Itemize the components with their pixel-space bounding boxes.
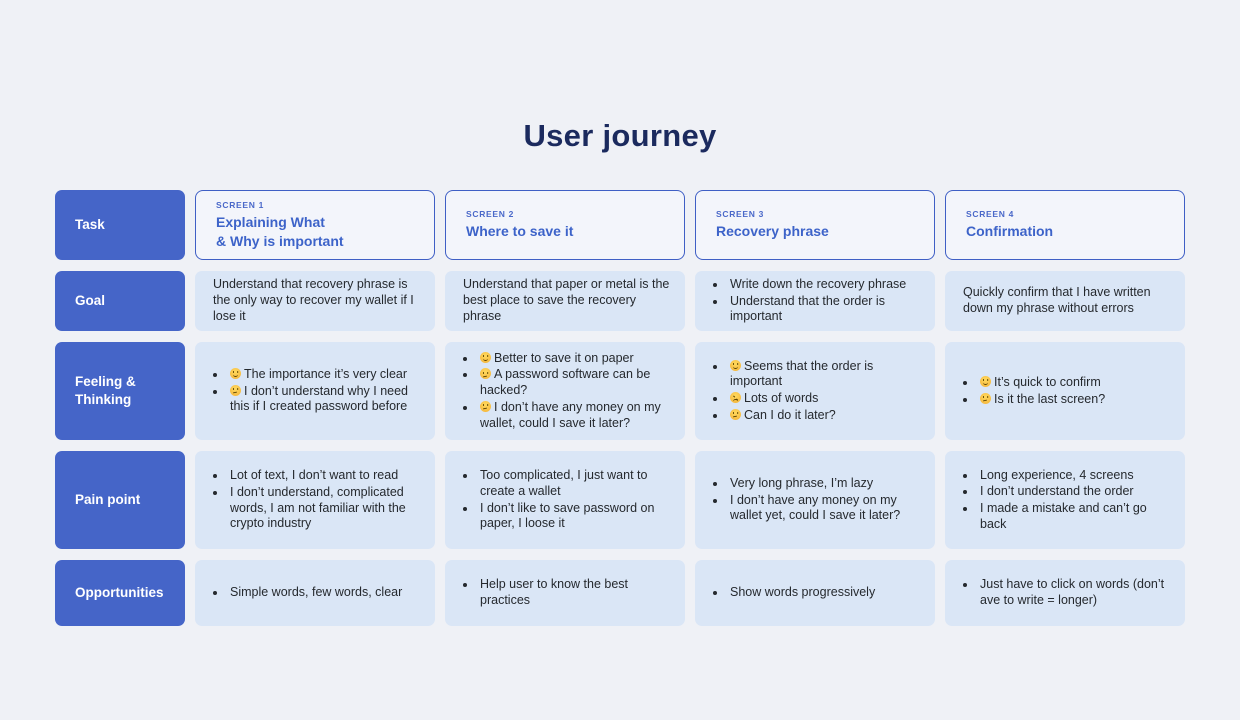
thinking-emoji-icon bbox=[980, 392, 991, 404]
pain-cell-screen-1: Lot of text, I don’t want to read I don’… bbox=[195, 451, 435, 549]
opportunities-cell-screen-4: Just have to click on words (don’t ave t… bbox=[945, 560, 1185, 626]
feeling-cell-screen-2: Better to save it on paper A password so… bbox=[445, 342, 685, 440]
feeling-list: Seems that the order is important Lots o… bbox=[713, 358, 923, 425]
list-item: Just have to click on words (don’t ave t… bbox=[977, 577, 1173, 609]
list-item: Lots of words bbox=[727, 391, 923, 407]
list-item: Show words progressively bbox=[727, 585, 875, 601]
row-label-goal: Goal bbox=[55, 271, 185, 331]
row-label-task: Task bbox=[55, 190, 185, 260]
goal-list: Write down the recovery phrase Understan… bbox=[713, 276, 923, 326]
smile-emoji-icon bbox=[980, 375, 991, 387]
pain-cell-screen-3: Very long phrase, I’m lazy I don’t have … bbox=[695, 451, 935, 549]
row-label-opportunities-text: Opportunities bbox=[75, 585, 164, 601]
pain-cell-screen-4: Long experience, 4 screens I don’t under… bbox=[945, 451, 1185, 549]
page-title: User journey bbox=[523, 117, 717, 153]
thinking-emoji-icon bbox=[480, 368, 491, 380]
list-item: Help user to know the best practices bbox=[477, 577, 673, 609]
row-label-feeling: Feeling & Thinking bbox=[55, 342, 185, 440]
list-item: I don’t understand why I need this if I … bbox=[227, 384, 423, 416]
confounded-emoji-icon bbox=[730, 392, 741, 403]
list-item: Long experience, 4 screens bbox=[977, 468, 1173, 484]
screen-3-task-title: Recovery phrase bbox=[716, 223, 829, 240]
list-item: I don’t have any money on my wallet yet,… bbox=[727, 493, 923, 525]
smile-emoji-icon bbox=[230, 367, 241, 379]
feeling-cell-screen-1: The importance it’s very clear I don’t u… bbox=[195, 342, 435, 440]
smile-emoji-icon bbox=[480, 351, 491, 363]
thinking-emoji-icon bbox=[480, 400, 491, 412]
opportunities-list: Help user to know the best practices bbox=[463, 576, 673, 610]
user-journey-table: Task SCREEN 1 Explaining What & Why is i… bbox=[55, 190, 1185, 626]
feeling-list: The importance it’s very clear I don’t u… bbox=[213, 366, 423, 416]
list-item: Can I do it later? bbox=[727, 408, 923, 424]
goal-cell-screen-1: Understand that recovery phrase is the o… bbox=[195, 271, 435, 331]
goal-cell-screen-3: Write down the recovery phrase Understan… bbox=[695, 271, 935, 331]
screen-2-label: SCREEN 2 bbox=[466, 209, 515, 220]
task-card-screen-1: SCREEN 1 Explaining What & Why is import… bbox=[195, 190, 435, 260]
thinking-emoji-icon bbox=[230, 384, 241, 396]
pain-list: Long experience, 4 screens I don’t under… bbox=[963, 467, 1173, 534]
goal-cell-screen-4: Quickly confirm that I have written down… bbox=[945, 271, 1185, 331]
goal-text: Quickly confirm that I have written down… bbox=[963, 285, 1151, 315]
row-label-goal-text: Goal bbox=[75, 293, 106, 309]
feeling-cell-screen-3: Seems that the order is important Lots o… bbox=[695, 342, 935, 440]
feeling-list: It’s quick to confirm Is it the last scr… bbox=[963, 374, 1105, 409]
list-item: Simple words, few words, clear bbox=[227, 585, 402, 601]
pain-list: Too complicated, I just want to create a… bbox=[463, 467, 673, 533]
opportunities-list: Show words progressively bbox=[713, 584, 875, 602]
list-item: The importance it’s very clear bbox=[227, 367, 423, 383]
list-item: It’s quick to confirm bbox=[977, 375, 1105, 391]
list-item: Too complicated, I just want to create a… bbox=[477, 468, 673, 500]
opportunities-list: Simple words, few words, clear bbox=[213, 584, 402, 602]
list-item: I don’t have any money on my wallet, cou… bbox=[477, 400, 673, 432]
list-item: Better to save it on paper bbox=[477, 351, 673, 367]
list-item: Seems that the order is important bbox=[727, 359, 923, 391]
task-card-screen-3: SCREEN 3 Recovery phrase bbox=[695, 190, 935, 260]
list-item: I don’t understand the order bbox=[977, 484, 1173, 500]
screen-4-label: SCREEN 4 bbox=[966, 209, 1015, 220]
row-label-feeling-text: Feeling & Thinking bbox=[75, 374, 136, 407]
list-item: Understand that the order is important bbox=[727, 294, 923, 326]
list-item: Is it the last screen? bbox=[977, 392, 1105, 408]
list-item: A password software can be hacked? bbox=[477, 367, 673, 399]
feeling-list: Better to save it on paper A password so… bbox=[463, 350, 673, 433]
screen-3-label: SCREEN 3 bbox=[716, 209, 765, 220]
goal-text: Understand that paper or metal is the be… bbox=[463, 277, 670, 323]
list-item: I don’t like to save password on paper, … bbox=[477, 501, 673, 533]
row-label-pain-point: Pain point bbox=[55, 451, 185, 549]
pain-list: Lot of text, I don’t want to read I don’… bbox=[213, 467, 423, 533]
opportunities-cell-screen-1: Simple words, few words, clear bbox=[195, 560, 435, 626]
list-item: I made a mistake and can’t go back bbox=[977, 501, 1173, 533]
screen-1-label: SCREEN 1 bbox=[216, 199, 265, 210]
list-item: Very long phrase, I’m lazy bbox=[727, 476, 923, 492]
task-card-screen-4: SCREEN 4 Confirmation bbox=[945, 190, 1185, 260]
screen-2-task-title: Where to save it bbox=[466, 223, 574, 240]
row-label-task-text: Task bbox=[75, 217, 105, 233]
screen-4-task-title: Confirmation bbox=[966, 223, 1054, 240]
opportunities-list: Just have to click on words (don’t ave t… bbox=[963, 576, 1173, 610]
goal-text: Understand that recovery phrase is the o… bbox=[213, 277, 414, 323]
pain-cell-screen-2: Too complicated, I just want to create a… bbox=[445, 451, 685, 549]
list-item: Lot of text, I don’t want to read bbox=[227, 468, 423, 484]
screen-1-task-title: Explaining What & Why is important bbox=[216, 213, 344, 249]
row-label-opportunities: Opportunities bbox=[55, 560, 185, 626]
row-label-pain-point-text: Pain point bbox=[75, 492, 141, 508]
task-card-screen-2: SCREEN 2 Where to save it bbox=[445, 190, 685, 260]
opportunities-cell-screen-2: Help user to know the best practices bbox=[445, 560, 685, 626]
pain-list: Very long phrase, I’m lazy I don’t have … bbox=[713, 475, 923, 525]
smile-emoji-icon bbox=[730, 359, 741, 371]
goal-cell-screen-2: Understand that paper or metal is the be… bbox=[445, 271, 685, 331]
feeling-cell-screen-4: It’s quick to confirm Is it the last scr… bbox=[945, 342, 1185, 440]
thinking-emoji-icon bbox=[730, 408, 741, 420]
opportunities-cell-screen-3: Show words progressively bbox=[695, 560, 935, 626]
list-item: Write down the recovery phrase bbox=[727, 277, 923, 293]
list-item: I don’t understand, complicated words, I… bbox=[227, 485, 423, 532]
